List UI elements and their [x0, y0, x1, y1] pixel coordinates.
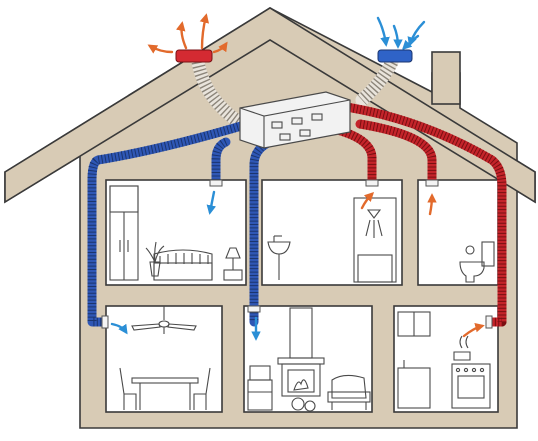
armchair: [327, 374, 371, 410]
room-bedroom: [105, 179, 247, 286]
heat-recovery-unit: [239, 91, 351, 149]
cooker: [451, 335, 491, 409]
room-dining: [105, 305, 223, 413]
washbasin: [267, 235, 291, 280]
kitchen-cabinet: [397, 311, 431, 409]
intake-roof-cap: [377, 49, 413, 63]
dining-table: [131, 377, 199, 410]
chair: [119, 367, 211, 410]
toilet: [459, 241, 495, 283]
ceiling-fan: [131, 306, 197, 334]
exhaust-duct-insulated: [355, 55, 399, 107]
bed: [153, 249, 213, 281]
duct-terminals: [101, 179, 493, 329]
airflow-arrows: [110, 13, 485, 341]
room-kitchen: [393, 305, 499, 413]
wardrobe: [109, 185, 139, 281]
bedside-lamp: [223, 247, 243, 281]
chimney: [431, 51, 461, 105]
television: [247, 365, 273, 411]
shower: [353, 197, 397, 283]
room-toilet: [417, 179, 499, 286]
intake-duct-insulated: [191, 55, 249, 131]
plant-pot: [145, 241, 165, 277]
fireplace: [277, 307, 325, 412]
exhaust-roof-cap: [175, 49, 213, 63]
room-living: [243, 305, 373, 413]
